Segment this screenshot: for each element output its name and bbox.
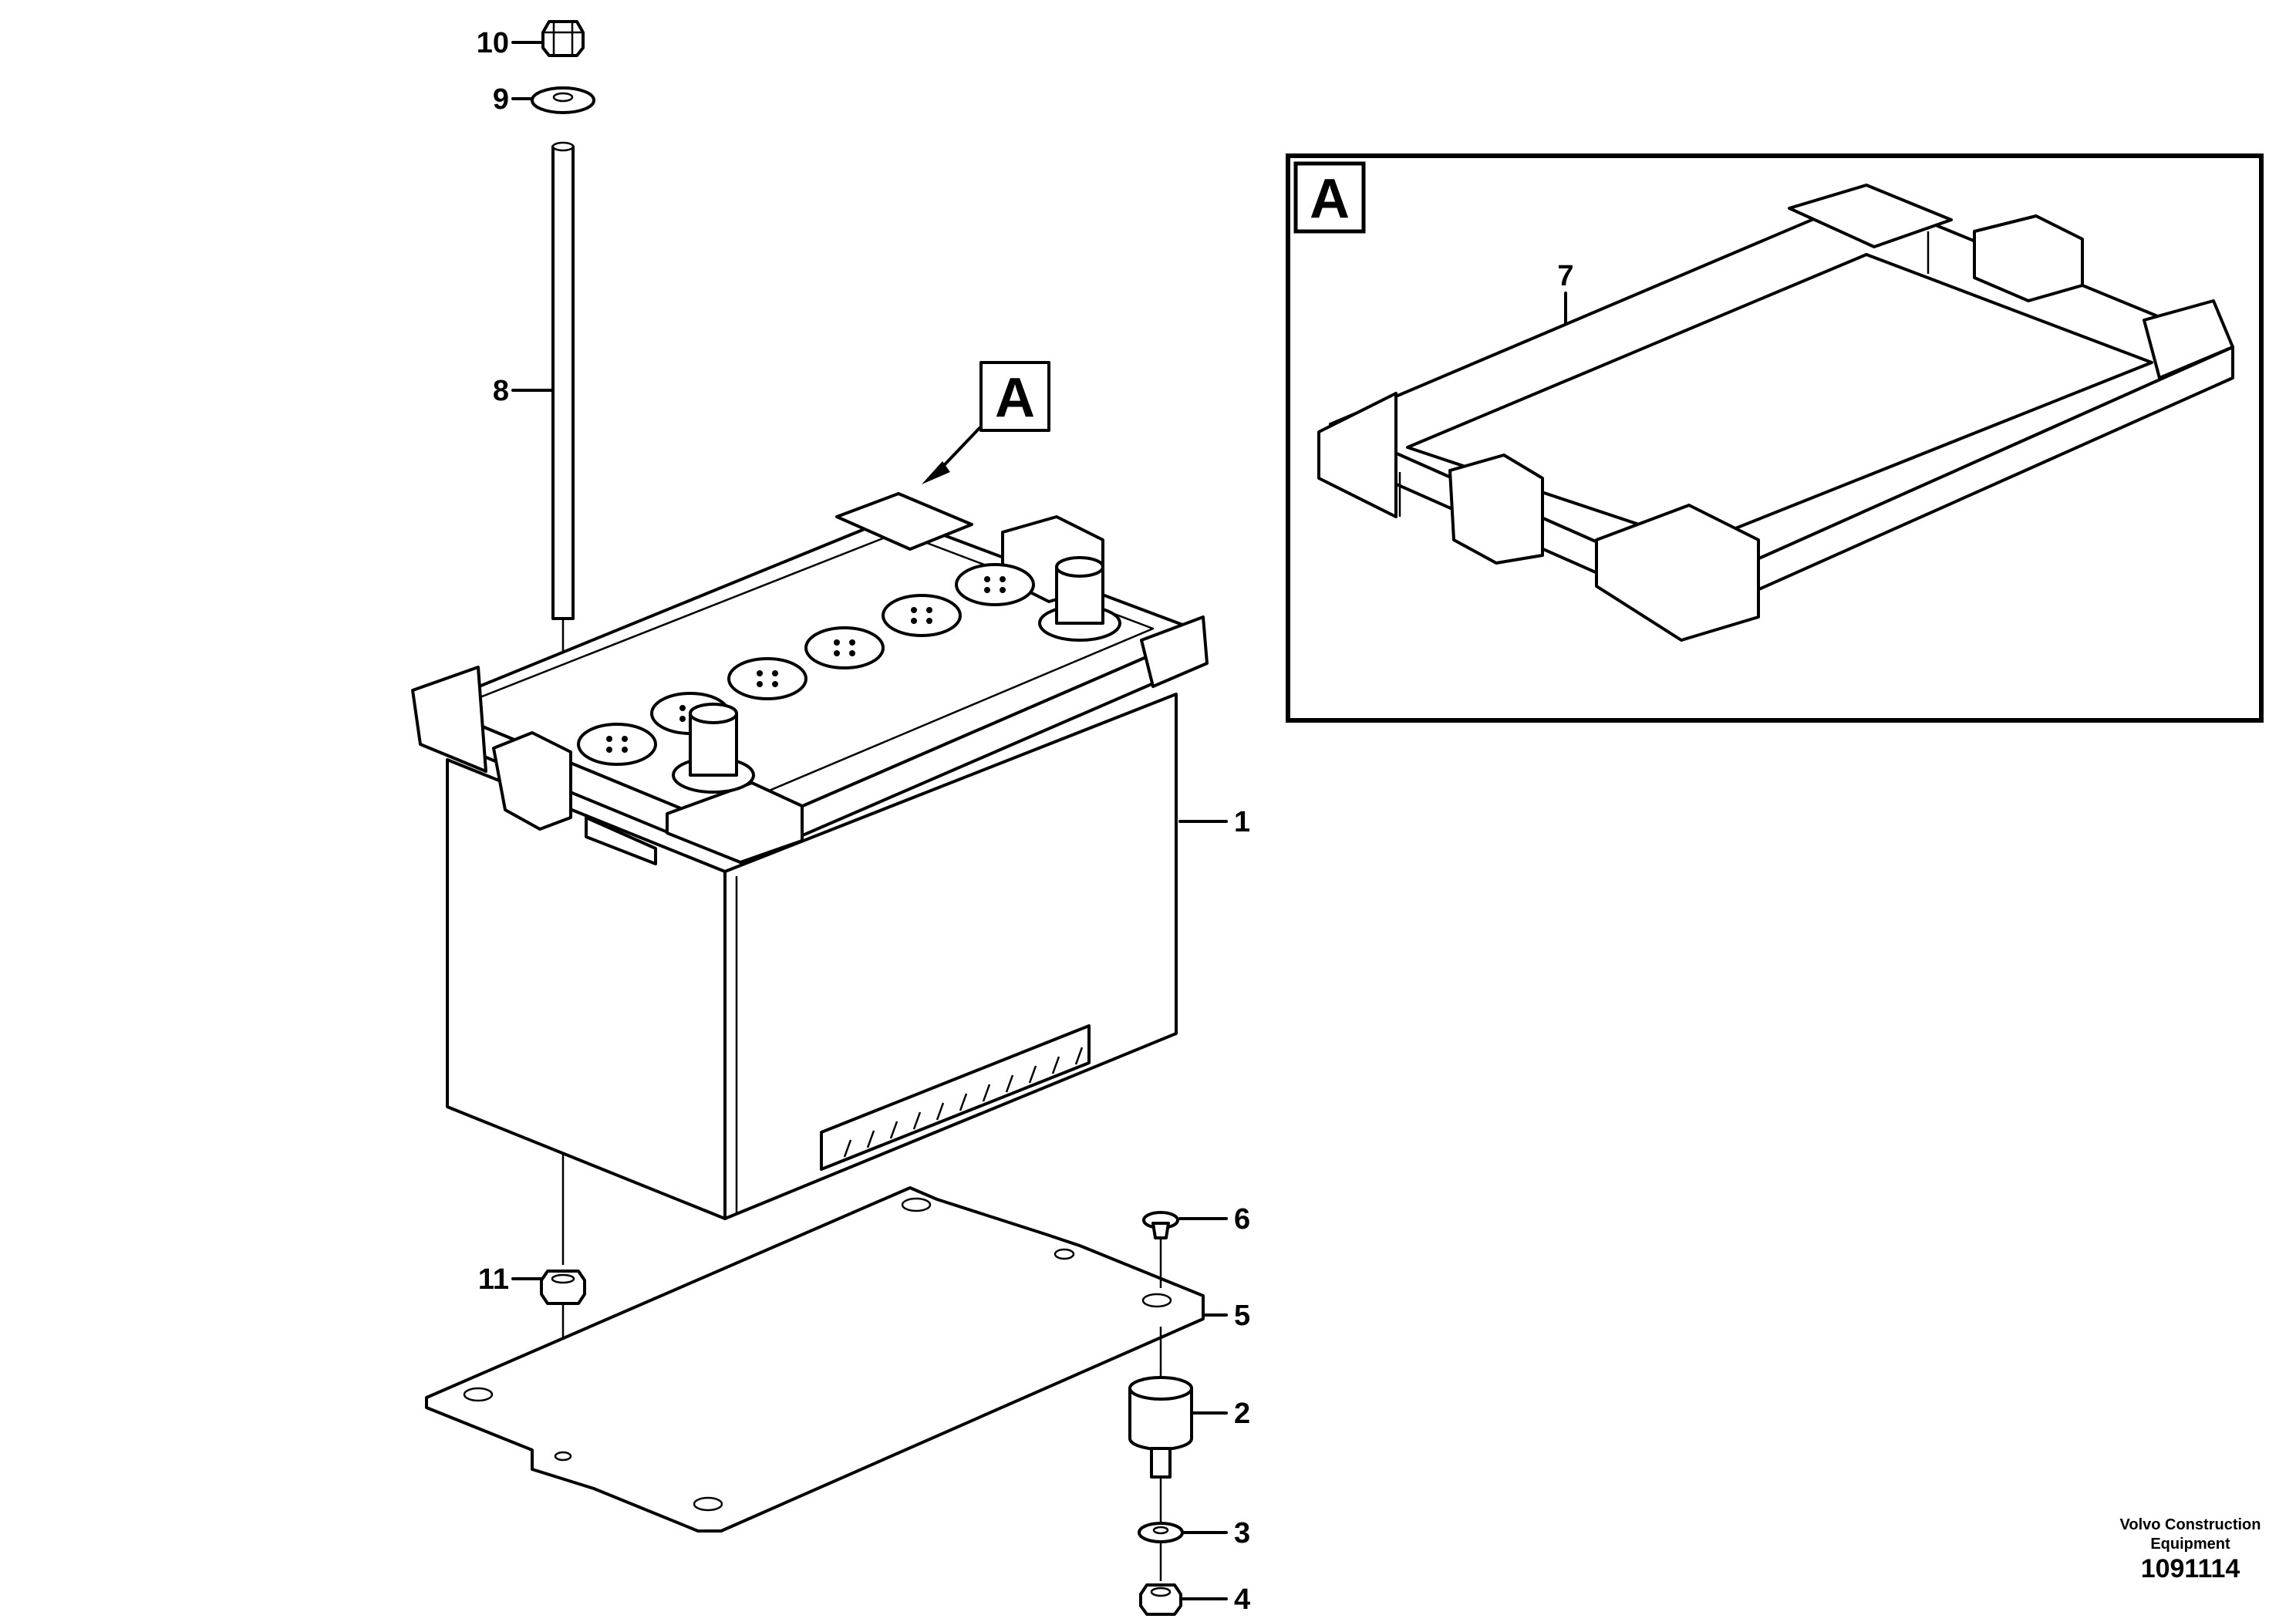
callout-8: 8	[493, 375, 509, 407]
callout-1: 1	[1234, 806, 1250, 838]
callout-9: 9	[493, 83, 509, 116]
document-number: 1091114	[2140, 1554, 2240, 1583]
callout-2: 2	[1234, 1398, 1250, 1430]
part-8-rod	[551, 141, 575, 1265]
detail-box-a: A	[1286, 153, 2264, 723]
detail-pointer-label: A	[995, 367, 1035, 429]
part-9-washer	[531, 86, 595, 114]
part-10-nut	[541, 20, 585, 57]
callout-6: 6	[1234, 1203, 1250, 1236]
callout-numbers: 10 9 8 1 11 6 5 2 3 4 7	[477, 27, 1574, 1616]
detail-pointer-a: A	[922, 361, 1050, 484]
part-7-hold-down-frame	[1317, 184, 2234, 642]
battery-terminal-right	[1038, 556, 1121, 642]
callout-5: 5	[1234, 1300, 1250, 1332]
part-5-base-plate	[425, 1186, 1205, 1533]
brand-line-1: Volvo Construction	[2119, 1516, 2261, 1533]
part-4-nut	[1139, 1583, 1182, 1616]
brand-caption: Volvo Construction Equipment	[2082, 1516, 2296, 1554]
leader-lines	[511, 41, 1567, 1600]
detail-box-label: A	[1310, 168, 1350, 230]
callout-3: 3	[1234, 1517, 1250, 1549]
battery-terminal-left	[672, 703, 755, 794]
callout-7: 7	[1557, 260, 1573, 292]
part-6-screw	[1142, 1211, 1179, 1288]
callout-11: 11	[478, 1263, 509, 1296]
part-3-washer	[1138, 1522, 1184, 1581]
brand-line-2: Equipment	[2150, 1536, 2230, 1553]
callout-10: 10	[477, 27, 509, 59]
callout-4: 4	[1234, 1583, 1250, 1616]
part-2-rubber-mount	[1128, 1327, 1193, 1523]
